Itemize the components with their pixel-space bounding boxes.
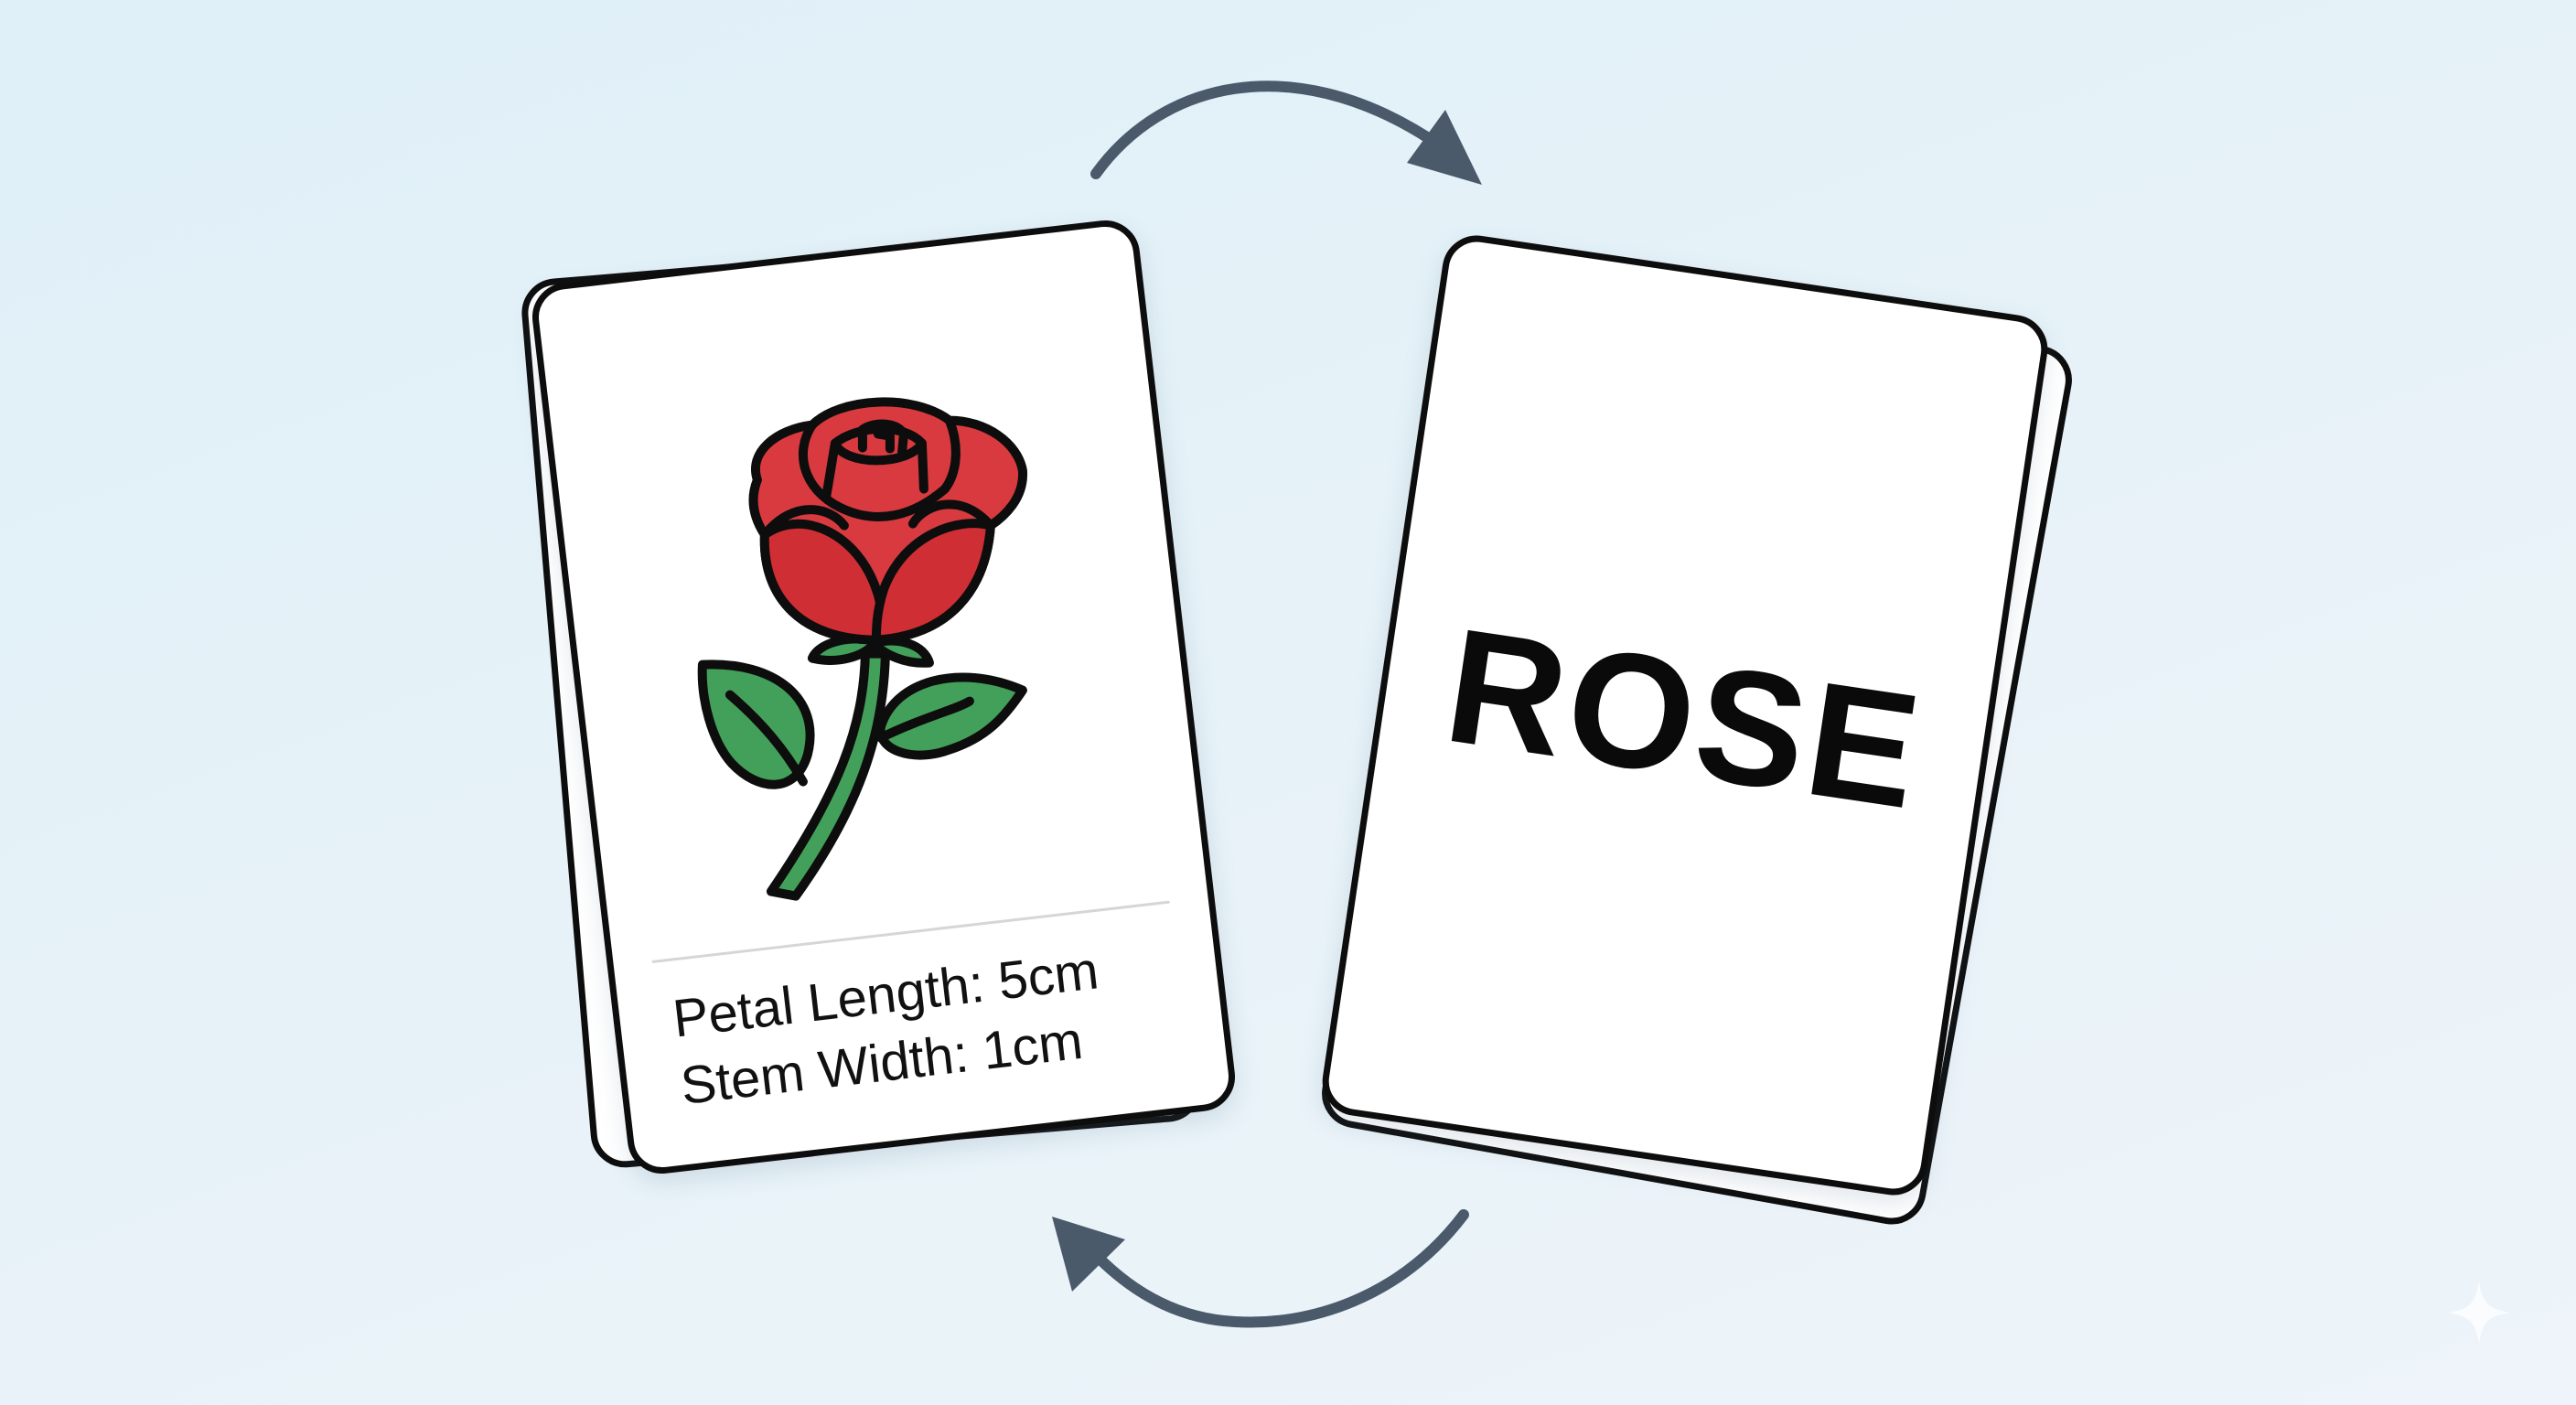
- rose-icon: [697, 397, 1027, 901]
- flashcard-answer-label: ROSE: [1435, 594, 1934, 843]
- attribute-list: Petal Length: 5cm Stem Width: 1cm: [670, 928, 1194, 1121]
- flashcard-front[interactable]: Petal Length: 5cm Stem Width: 1cm: [528, 216, 1240, 1178]
- flip-back-arrow-icon: [1052, 1209, 1469, 1328]
- flashcard-back[interactable]: ROSE: [1317, 231, 2053, 1200]
- sparkle-icon: [2448, 1282, 2510, 1344]
- flip-forward-arrow-icon: [1090, 80, 1482, 185]
- rose-illustration: [684, 380, 1068, 919]
